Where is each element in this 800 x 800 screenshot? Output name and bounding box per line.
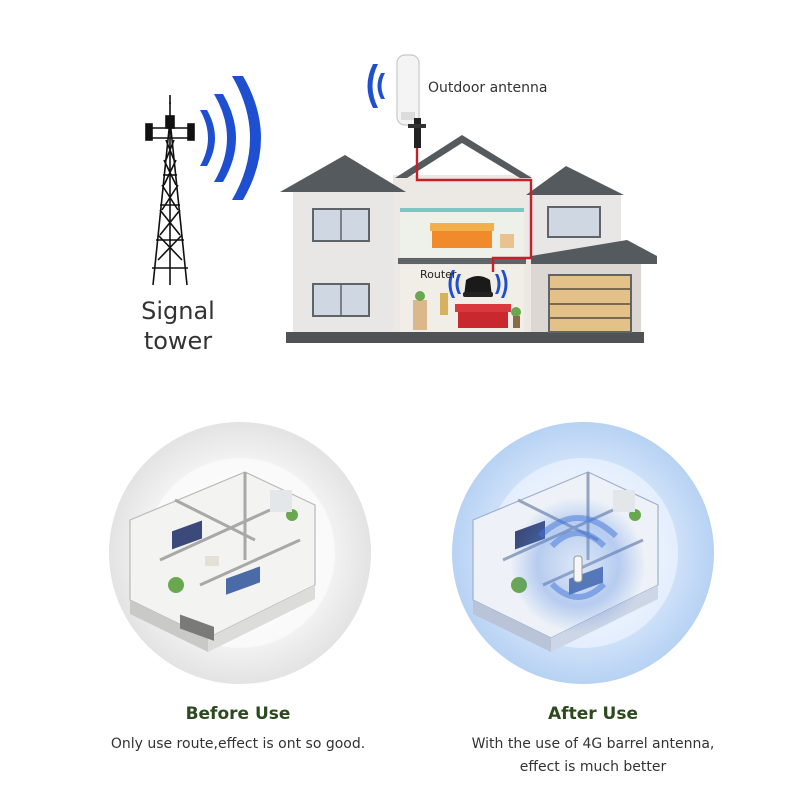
outdoor-antenna-icon [396,54,426,148]
signal-tower-label: Signal tower [118,296,238,356]
before-use-description: Only use route,effect is ont so good. [110,736,366,752]
antenna-signal-waves-icon [367,64,385,108]
before-use-title: Before Use [185,704,291,724]
signal-tower-label-line2: tower [143,327,213,355]
house-icon [280,135,657,343]
coverage-waves-icon [537,515,619,600]
after-use-illustration [452,422,714,684]
signal-tower-label-line1: Signal [141,297,215,325]
signal-tower-icon [145,95,195,286]
after-use-title: After Use [548,704,638,724]
after-use-description-line1: With the use of 4G barrel antenna, [471,736,715,752]
tower-signal-waves-icon [200,76,261,200]
after-use-description-line2: effect is much better [519,759,667,775]
after-use-description: With the use of 4G barrel antenna, effec… [423,733,763,779]
router-signal-waves-icon [448,270,508,298]
router-icon [463,276,493,297]
floorplan-icon [129,471,316,652]
antenna-cable [415,148,533,272]
before-use-illustration [109,422,371,684]
outdoor-antenna-label: Outdoor antenna [428,80,548,96]
router-label: Router [420,268,457,281]
